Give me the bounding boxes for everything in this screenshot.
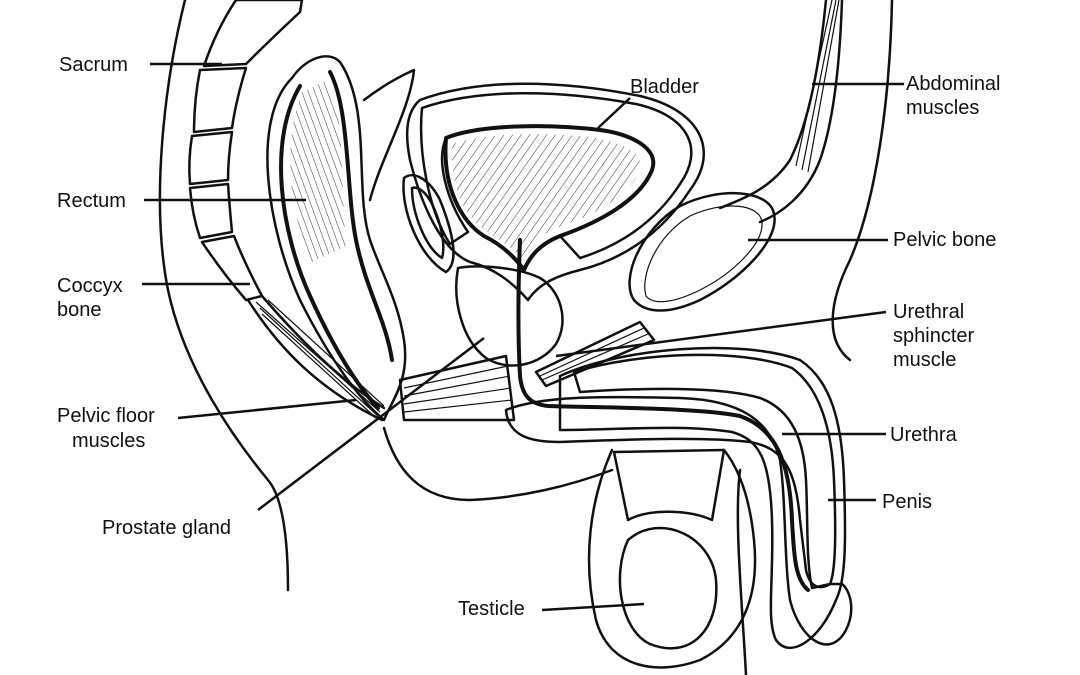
label-coccyx-line1: Coccyx [57,275,123,297]
label-prostate: Prostate gland [102,517,231,539]
seminal-vesicle [402,174,455,274]
label-pelvic-floor-line1: Pelvic floor [57,405,155,427]
label-testicle: Testicle [458,598,525,620]
leader-lines [142,62,904,612]
bladder [406,82,706,302]
label-coccyx-line2: bone [57,299,102,321]
testicle [587,448,757,675]
label-sphincter-line1: Urethral [893,301,964,323]
rectum [266,55,416,422]
penis [504,346,853,650]
label-urethra: Urethra [890,424,958,446]
label-sphincter-line3: muscle [893,349,956,371]
label-pelvic-floor-line2: muscles [72,430,145,452]
pelvic-floor-muscles [246,294,516,422]
back-outline [158,0,290,592]
label-bladder: Bladder [630,76,699,98]
label-abdominal-line1: Abdominal [906,73,1001,95]
sacrum-coccyx-bones [188,0,304,302]
label-sacrum: Sacrum [59,54,128,76]
perineum-outline [382,426,614,502]
front-outline [831,0,894,362]
abdominal-muscles [718,0,844,224]
label-abdominal-line2: muscles [906,97,979,119]
pelvic-bone [628,191,776,312]
label-pelvic-bone: Pelvic bone [893,229,996,251]
label-penis: Penis [882,491,932,513]
urethra-channel [516,238,810,592]
label-rectum: Rectum [57,190,126,212]
label-sphincter-line2: sphincter [893,325,974,347]
